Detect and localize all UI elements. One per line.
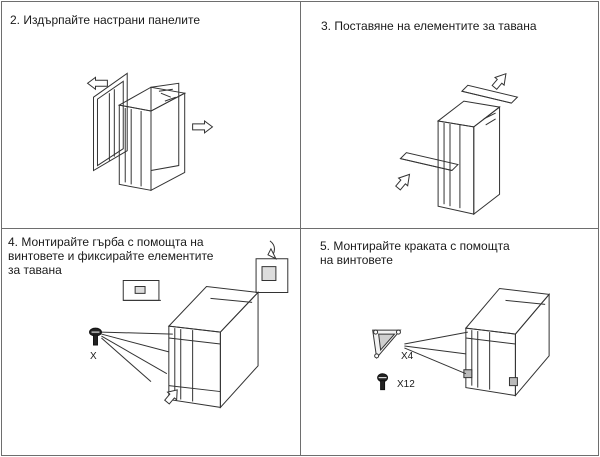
pull-left-arrow-icon — [88, 77, 108, 89]
step-4-line-1: 4. Монтирайте гърба с помощта на — [8, 235, 238, 249]
step-4-panel: 4. Монтирайте гърба с помощта на винтове… — [1, 228, 301, 456]
step-5-bracket-count: X4 — [401, 351, 414, 362]
step-2-number: 2. — [10, 13, 21, 27]
step-2-caption: 2. Издърпайте настрани панелите — [10, 13, 290, 27]
cabinet-top-icon — [119, 87, 184, 111]
step-4-caption: 4. Монтирайте гърба с помощта на винтове… — [8, 235, 238, 277]
step-3-panel: 3. Поставяне на елементите за тавана — [300, 1, 599, 229]
step-5-title-line-2: на винтовете — [320, 253, 393, 267]
step-2-illustration — [2, 2, 300, 228]
top-rail-back-icon — [462, 85, 518, 103]
step-5-panel: 5. Монтирайте краката с помощта на винто… — [300, 228, 599, 456]
step-3-illustration — [301, 2, 598, 228]
step-5-illustration — [301, 229, 598, 455]
left-side-panel-icon — [94, 73, 128, 170]
step-2-title: Издърпайте настрани панелите — [23, 13, 201, 27]
step-5-caption: 5. Монтирайте краката с помощта на винто… — [320, 239, 550, 267]
step-3-caption: 3. Поставяне на елементите за тавана — [321, 19, 591, 33]
screw-icon — [90, 328, 102, 345]
detail-inset-right-icon — [256, 259, 288, 293]
step-4-title-line-2: винтовете и фиксирайте елементите — [8, 249, 214, 263]
right-side-panel-icon — [151, 83, 179, 170]
step-4-number: 4. — [8, 235, 19, 249]
leg-front-right-icon — [509, 378, 517, 386]
step-5-line-1: 5. Монтирайте краката с помощта — [320, 239, 550, 253]
leg-front-left-icon — [464, 370, 472, 378]
step-5-number: 5. — [320, 239, 331, 253]
step-4-title-line-1: Монтирайте гърба с помощта на — [21, 235, 204, 249]
screw-icon — [378, 374, 388, 390]
top-rail-front-icon — [400, 153, 457, 171]
step-3-number: 3. — [321, 19, 332, 33]
step-5-screw-count: X12 — [397, 379, 415, 390]
insert-arrow-bottom-icon — [393, 171, 414, 192]
push-arrow-icon — [162, 386, 181, 406]
corner-bracket-icon — [373, 330, 401, 358]
step-4-title-line-3: за тавана — [8, 263, 62, 277]
step-4-screw-count: X — [90, 351, 97, 362]
step-3-title: Поставяне на елементите за тавана — [334, 19, 537, 33]
step-4-illustration — [2, 229, 300, 455]
insert-arrow-top-icon — [490, 70, 511, 91]
step-5-title-line-1: Монтирайте краката с помощта — [333, 239, 510, 253]
step-2-panel: 2. Издърпайте настрани панелите — [1, 1, 301, 229]
pull-right-arrow-icon — [193, 121, 213, 133]
